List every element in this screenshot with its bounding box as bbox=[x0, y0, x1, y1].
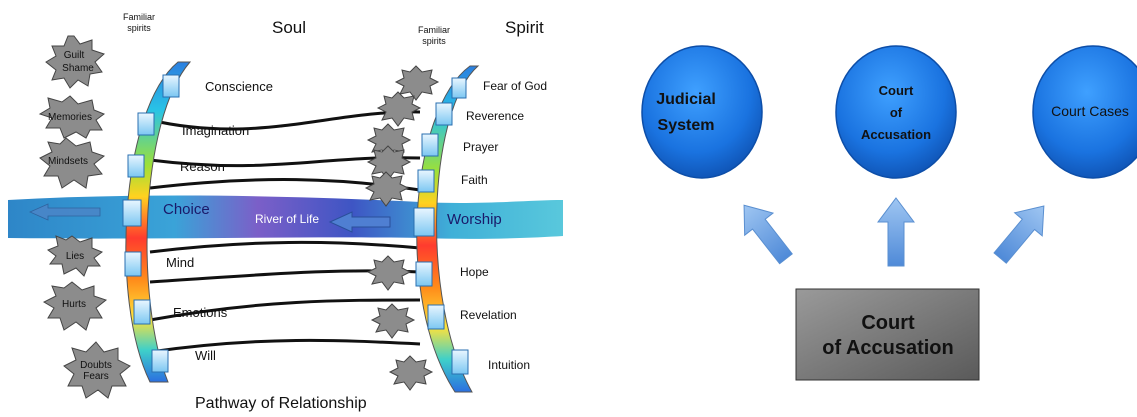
soul-item-reason: Reason bbox=[180, 159, 225, 174]
circle-court-cases bbox=[1032, 45, 1137, 179]
spirit-window bbox=[435, 102, 453, 126]
burst-memories bbox=[38, 95, 106, 139]
river-of-life-label: River of Life bbox=[255, 212, 319, 226]
burst-memories-label: Memories bbox=[48, 112, 92, 123]
spirit-item-revelation: Revelation bbox=[460, 308, 517, 322]
spirit-burst bbox=[366, 255, 412, 291]
soul-item-choice: Choice bbox=[163, 201, 210, 218]
spirit-item-intuition: Intuition bbox=[488, 358, 530, 372]
burst-doubts-label: Doubts bbox=[80, 360, 112, 371]
soul-item-emotions: Emotions bbox=[173, 305, 228, 320]
burst-lies bbox=[46, 235, 104, 277]
spirit-item-reverence: Reverence bbox=[466, 109, 524, 123]
burst-mindsets-label: Mindsets bbox=[48, 156, 88, 167]
soul-window bbox=[133, 299, 151, 325]
soul-spirit-svg: Soul Spirit Familiar spirits Familiar sp… bbox=[8, 12, 563, 412]
arrow-up-right-icon bbox=[993, 205, 1045, 264]
box-label-line2: of Accusation bbox=[822, 337, 954, 359]
spirit-item-fear-of-god: Fear of God bbox=[483, 79, 547, 93]
right-bursts bbox=[364, 65, 440, 391]
spirit-window bbox=[421, 133, 439, 157]
spirit-window bbox=[415, 261, 433, 287]
spirit-burst bbox=[388, 355, 434, 391]
burst-guilt-label: Guilt bbox=[64, 50, 85, 61]
burst-shame-label: Shame bbox=[62, 63, 94, 74]
left-bursts: Guilt Shame Memories Mindsets Lies Hurts… bbox=[38, 35, 131, 399]
box-label-line1: Court bbox=[861, 312, 915, 334]
burst-mindsets bbox=[39, 137, 106, 189]
burst-guilt-shame bbox=[45, 35, 105, 89]
soul-window bbox=[162, 74, 180, 98]
spirit-burst bbox=[394, 65, 440, 101]
circle-court-line2: of bbox=[890, 105, 903, 120]
court-diagram: Judicial System Court of Accusation Cour… bbox=[600, 0, 1137, 412]
burst-hurts bbox=[42, 281, 108, 331]
burst-doubts-fears bbox=[63, 341, 131, 399]
soul-title: Soul bbox=[272, 18, 306, 37]
spirit-window bbox=[417, 169, 435, 193]
spirit-item-prayer: Prayer bbox=[463, 140, 498, 154]
soul-item-imagination: Imagination bbox=[182, 123, 249, 138]
spirit-windows bbox=[413, 77, 469, 375]
soul-window bbox=[122, 199, 142, 227]
circle-judicial-line2: System bbox=[658, 117, 715, 134]
circle-judicial-system bbox=[641, 45, 763, 179]
soul-item-will: Will bbox=[195, 348, 216, 363]
soul-window bbox=[127, 154, 145, 178]
arrow-up-icon bbox=[877, 197, 915, 267]
soul-window bbox=[124, 251, 142, 277]
spirit-item-worship: Worship bbox=[447, 211, 502, 228]
familiar-spirits-left-line1: Familiar bbox=[123, 12, 155, 22]
court-svg: Judicial System Court of Accusation Cour… bbox=[641, 45, 1137, 381]
soul-item-conscience: Conscience bbox=[205, 79, 273, 94]
river-arrow-icon bbox=[328, 211, 391, 233]
soul-window bbox=[151, 349, 169, 373]
burst-fears-label: Fears bbox=[83, 371, 109, 382]
pathway-label: Pathway of Relationship bbox=[195, 395, 367, 412]
court-of-accusation-box bbox=[795, 288, 980, 381]
burst-hurts-label: Hurts bbox=[62, 299, 86, 310]
arrow-up-left-icon bbox=[743, 204, 793, 265]
spirit-window bbox=[451, 77, 467, 99]
familiar-spirits-right-line2: spirits bbox=[422, 36, 446, 46]
spirit-window bbox=[451, 349, 469, 375]
circle-judicial-line1: Judicial bbox=[656, 91, 716, 108]
burst-lies-label: Lies bbox=[66, 251, 84, 262]
soul-item-mind: Mind bbox=[166, 255, 194, 270]
spirit-title: Spirit bbox=[505, 18, 544, 37]
soul-windows bbox=[122, 74, 180, 373]
spirit-window bbox=[427, 304, 445, 330]
spirit-item-faith: Faith bbox=[461, 173, 488, 187]
familiar-spirits-left-line2: spirits bbox=[127, 23, 151, 33]
circle-court-line3: Accusation bbox=[861, 127, 931, 142]
river-arrow-left-icon bbox=[29, 203, 101, 221]
spirit-burst bbox=[376, 91, 422, 127]
circle-court-line1: Court bbox=[879, 83, 914, 98]
circle-court-cases-label: Court Cases bbox=[1051, 103, 1129, 119]
spirit-burst bbox=[370, 303, 416, 339]
familiar-spirits-right-line1: Familiar bbox=[418, 25, 450, 35]
soul-window bbox=[137, 112, 155, 136]
circle-court-of-accusation bbox=[835, 45, 957, 179]
spirit-burst bbox=[364, 171, 410, 207]
spirit-item-hope: Hope bbox=[460, 265, 489, 279]
soul-spirit-diagram: Soul Spirit Familiar spirits Familiar sp… bbox=[0, 0, 570, 412]
spirit-window bbox=[413, 207, 435, 237]
